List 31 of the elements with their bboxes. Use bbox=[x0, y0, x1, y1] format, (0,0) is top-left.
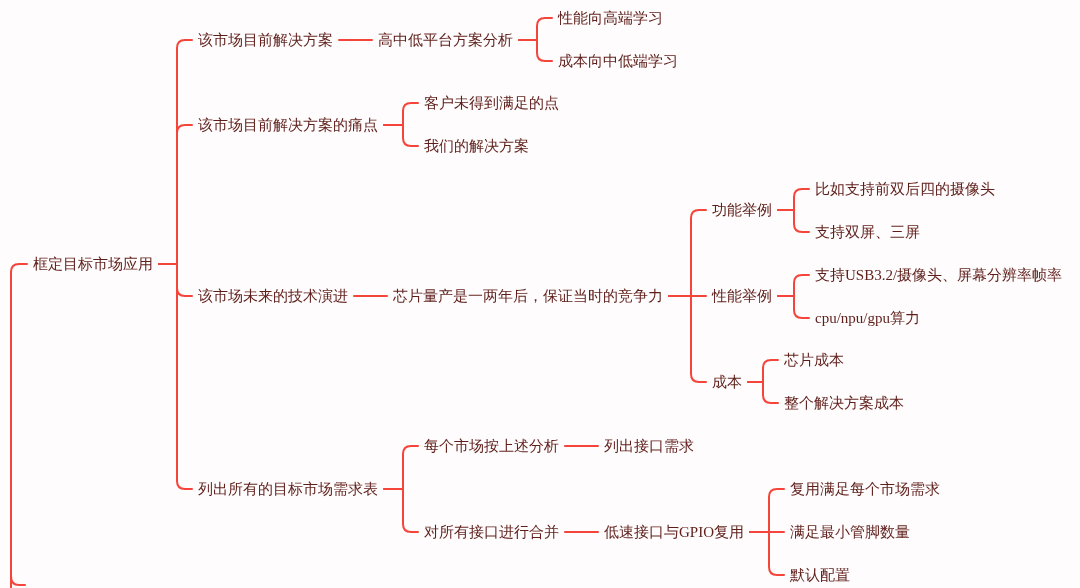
topic-label: 对所有接口进行合并 bbox=[418, 521, 565, 543]
topic-label: 该市场目前解决方案的痛点 bbox=[192, 114, 384, 136]
topic-label: 芯片量产是一两年后，保证当时的竞争力 bbox=[387, 285, 669, 307]
topic-label: 框定目标市场应用 bbox=[27, 253, 159, 275]
topic-label: 比如支持前双后四的摄像头 bbox=[809, 178, 1001, 200]
connector-line bbox=[338, 39, 373, 41]
topic-label: 功能举例 bbox=[706, 199, 778, 221]
topic-label: 列出所有的目标市场需求表 bbox=[192, 478, 384, 500]
topic-label: 支持USB3.2/摄像头、屏幕分辨率帧率 bbox=[809, 264, 1069, 286]
topic-label: 性能向高端学习 bbox=[552, 7, 669, 29]
topic-label: 低速接口与GPIO复用 bbox=[598, 521, 750, 543]
topic-label: 性能举例 bbox=[706, 285, 778, 307]
connector-line bbox=[353, 295, 388, 297]
topic-label: 列出接口需求 bbox=[598, 435, 700, 457]
topic-label: 默认配置 bbox=[784, 564, 856, 586]
topic-label: 成本向中低端学习 bbox=[552, 50, 684, 72]
topic-label: 整个解决方案成本 bbox=[778, 392, 910, 414]
connector-line bbox=[564, 531, 599, 533]
topic-label: 支持双屏、三屏 bbox=[809, 221, 926, 243]
topic-label: 复用满足每个市场需求 bbox=[784, 478, 946, 500]
topic-label: 成本 bbox=[706, 371, 748, 393]
topic-label: 我们的解决方案 bbox=[418, 135, 535, 157]
topic-label: 客户未得到满足的点 bbox=[418, 92, 565, 114]
topic-label: 芯片成本 bbox=[778, 349, 850, 371]
connector-line bbox=[564, 445, 599, 447]
topic-label: 该市场目前解决方案 bbox=[192, 29, 339, 51]
topic-label: 该市场未来的技术演进 bbox=[192, 285, 354, 307]
topic-label: cpu/npu/gpu算力 bbox=[809, 307, 926, 329]
topic-label: 高中低平台方案分析 bbox=[372, 29, 519, 51]
topic-label: 满足最小管脚数量 bbox=[784, 521, 916, 543]
topic-label: 每个市场按上述分析 bbox=[418, 435, 565, 457]
